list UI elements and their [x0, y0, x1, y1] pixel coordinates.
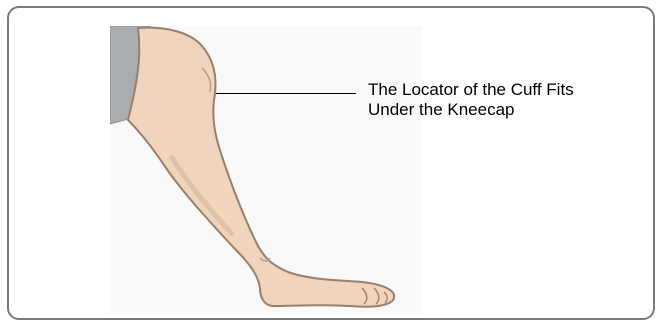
- callout-caption: The Locator of the Cuff Fits Under the K…: [368, 80, 658, 120]
- callout-line-1: The Locator of the Cuff Fits: [368, 80, 658, 100]
- callout-leader-line: [216, 93, 356, 94]
- callout-line-2: Under the Kneecap: [368, 100, 658, 120]
- leg-illustration: [110, 26, 422, 313]
